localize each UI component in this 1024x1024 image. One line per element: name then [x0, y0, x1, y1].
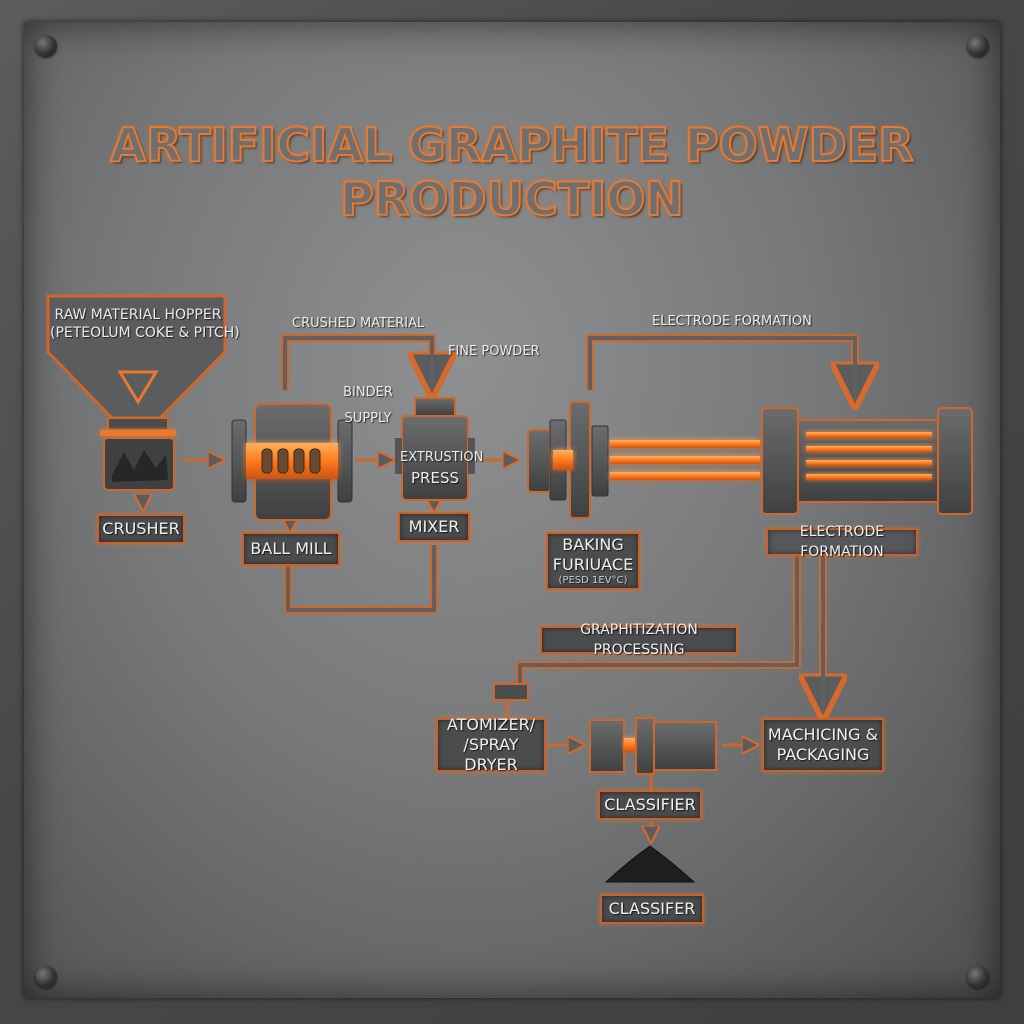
pipe-electrode-formation: [586, 334, 855, 400]
baking-line2: FURIUACE: [552, 555, 634, 574]
flow-arrows: [143, 460, 756, 840]
binder-line2: SUPPLY: [344, 411, 392, 426]
rivet-bottom-left: [35, 966, 57, 988]
diagram-panel: [24, 22, 1000, 998]
atomizer-box: ATOMIZER/ /SPRAY DRYER: [436, 715, 546, 774]
ball-mill-machine: [231, 403, 353, 521]
baking-line3: (PESD 1EV°C): [558, 575, 628, 586]
flow-label-fine-powder: FINE POWDER: [448, 344, 540, 359]
crusher-box: CRUSHER: [97, 514, 185, 544]
electrode-formation-box: ELECTRODE FORMATION: [766, 524, 918, 560]
machining-line1: MACHICING &: [767, 725, 879, 744]
flow-label-electrode-formation-top: ELECTRODE FORMATION: [652, 314, 812, 329]
mixer-box: MIXER: [398, 512, 470, 542]
extrusion-press-label: EXTRUSTION PRESS: [400, 448, 484, 488]
ball-mill-box: BALL MILL: [242, 532, 340, 566]
atomizer-line2: /SPRAY DRYER: [463, 735, 519, 774]
hopper-label-line1: RAW MATERIAL HOPPER: [54, 307, 222, 323]
machining-line2: PACKAGING: [776, 745, 870, 764]
flow-label-crushed-material: CRUSHED MATERIAL: [292, 316, 425, 331]
classifier-box-lower: CLASSIFER: [600, 894, 704, 924]
hopper-label: RAW MATERIAL HOPPER (PETEOLUM COKE & PIT…: [50, 306, 240, 342]
extrusion-line1: EXTRUSTION: [400, 450, 484, 465]
crusher-machine: [100, 417, 176, 491]
baking-line1: BAKING: [562, 535, 624, 554]
flow-pipes: [281, 334, 855, 712]
flow-label-binder-supply: BINDER SUPPLY: [336, 380, 400, 432]
classifier-machine: [589, 717, 717, 775]
atomizer-inlet: [493, 683, 529, 701]
binder-line1: BINDER: [343, 385, 393, 400]
page-title: ARTIFICIAL GRAPHITE POWDER PRODUCTION: [109, 117, 914, 227]
machining-packaging-box: MACHICING & PACKAGING: [762, 718, 884, 772]
atomizer-line1: ATOMIZER/: [446, 715, 536, 734]
graphite-powder-pile: [604, 845, 696, 883]
extrusion-press-machine: [395, 397, 475, 501]
rivet-top-right: [967, 35, 989, 57]
hopper-label-line2: (PETEOLUM COKE & PITCH): [50, 325, 240, 341]
extrusion-line2: PRESS: [411, 469, 459, 487]
baking-furnace-box: BAKING FURIUACE (PESD 1EV°C): [546, 532, 640, 590]
graphitization-box: GRAPHITIZATION PROCESSING: [540, 622, 738, 658]
baking-furnace-machine: [527, 401, 609, 519]
classifier-box-upper: CLASSIFIER: [598, 790, 702, 820]
graphitization-furnace-machine: [761, 407, 973, 515]
electrode-rods: [610, 440, 760, 480]
rivet-top-left: [35, 35, 57, 57]
rivet-bottom-right: [967, 966, 989, 988]
